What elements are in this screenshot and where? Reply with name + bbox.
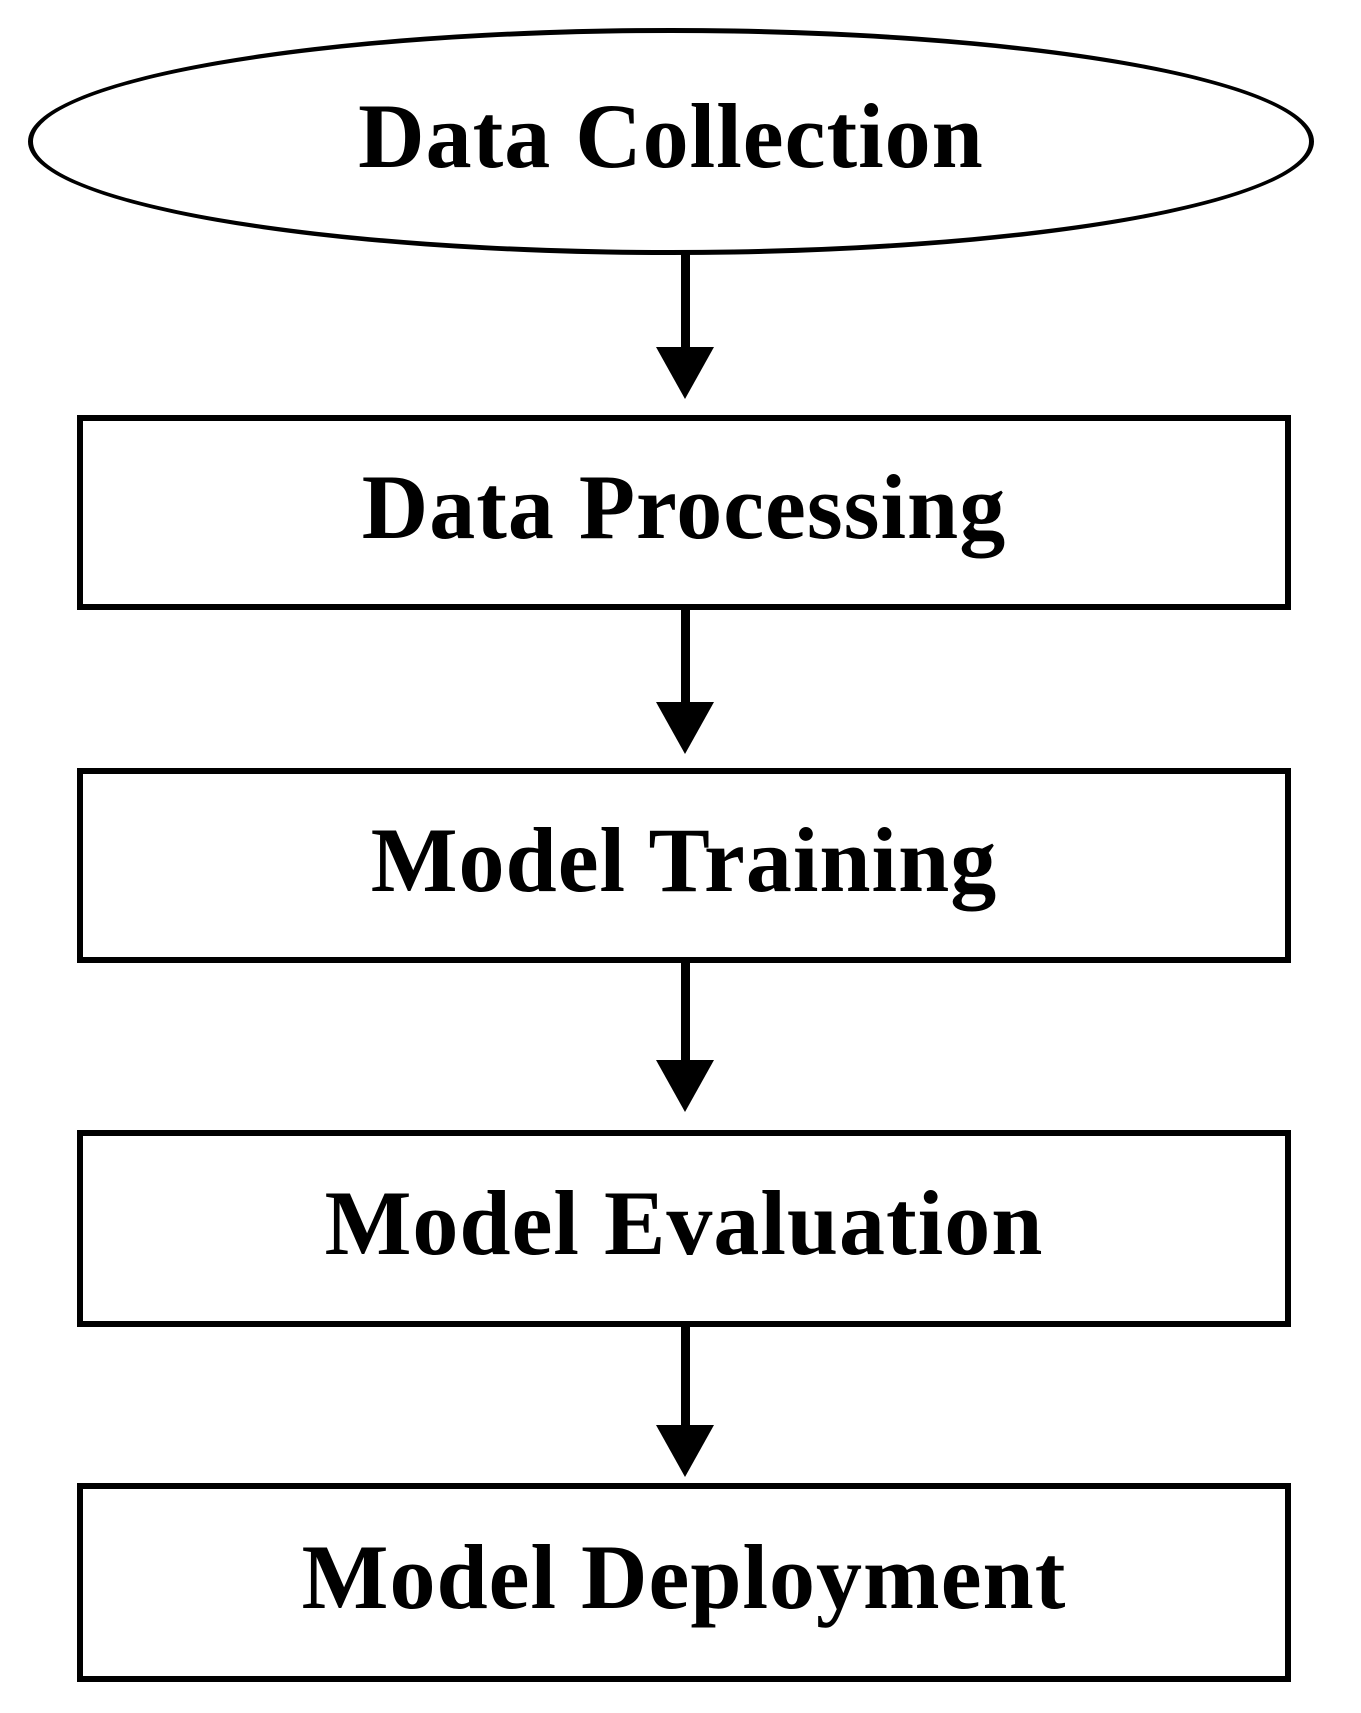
node-data-collection-label: Data Collection xyxy=(358,84,984,187)
arrow-down-icon-4 xyxy=(655,1325,715,1477)
node-model-deployment-label: Model Deployment xyxy=(301,1525,1067,1628)
arrow-head xyxy=(656,1060,714,1112)
node-data-collection: Data Collection xyxy=(28,28,1314,255)
arrow-stem xyxy=(680,606,690,702)
arrow-stem xyxy=(680,1325,690,1425)
node-model-evaluation-label: Model Evaluation xyxy=(324,1171,1044,1274)
arrow-down-icon-2 xyxy=(655,606,715,754)
node-model-training: Model Training xyxy=(77,768,1291,963)
arrow-down-icon-3 xyxy=(655,961,715,1112)
node-model-training-label: Model Training xyxy=(370,808,998,911)
node-model-deployment: Model Deployment xyxy=(77,1483,1291,1682)
arrow-head xyxy=(656,347,714,399)
arrow-head xyxy=(656,1425,714,1477)
arrow-stem xyxy=(680,961,690,1060)
node-data-processing: Data Processing xyxy=(77,415,1291,610)
arrow-stem xyxy=(680,253,690,347)
arrow-down-icon-1 xyxy=(655,253,715,399)
arrow-head xyxy=(656,702,714,754)
node-model-evaluation: Model Evaluation xyxy=(77,1130,1291,1327)
node-data-processing-label: Data Processing xyxy=(361,455,1007,558)
